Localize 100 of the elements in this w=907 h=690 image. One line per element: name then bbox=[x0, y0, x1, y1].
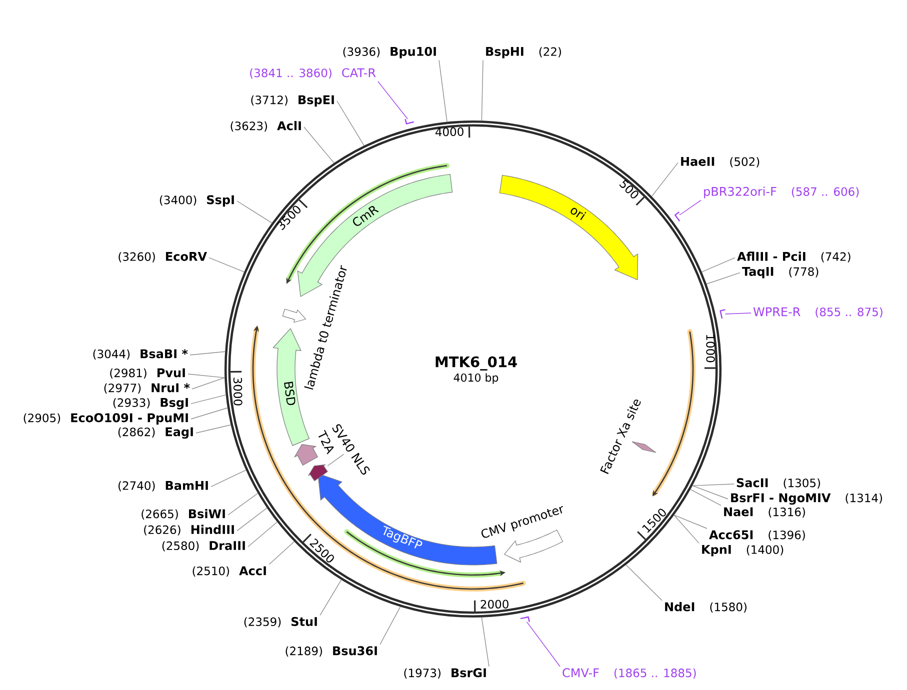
leader-line bbox=[674, 514, 708, 529]
site-position: (778) bbox=[789, 267, 818, 278]
enzyme-name: AflIII - PciI bbox=[737, 252, 806, 261]
enzyme-name: SacII bbox=[736, 478, 768, 488]
enzyme-name: BspHI bbox=[486, 47, 524, 58]
scale-number: 2000 bbox=[480, 600, 508, 609]
enzyme-name: DraIII bbox=[210, 541, 245, 550]
site-position: (2580) bbox=[162, 541, 199, 552]
enzyme-name: BsgI bbox=[160, 398, 188, 410]
enzyme-name: NdeI bbox=[665, 602, 694, 612]
enzyme-name: EcoO109I - PpuMI bbox=[71, 413, 188, 425]
leader-line bbox=[692, 485, 728, 500]
enzyme-name: BsaBI * bbox=[140, 349, 188, 358]
site-position: (2933) bbox=[113, 398, 150, 408]
site-position: (2862) bbox=[118, 427, 155, 438]
site-position: (3712) bbox=[251, 95, 288, 106]
leader-line bbox=[724, 312, 752, 314]
enzyme-name: AclI bbox=[277, 120, 301, 130]
enzyme-name: SspI bbox=[207, 195, 234, 207]
primer-mark bbox=[520, 616, 530, 622]
leader-line bbox=[196, 424, 232, 434]
leader-line bbox=[651, 162, 678, 197]
leader-line bbox=[690, 489, 722, 506]
position-range: (855 .. 875) bbox=[816, 307, 882, 318]
enzyme-name: NruI * bbox=[152, 383, 190, 392]
enzyme-name: BsrFI - NgoMIV bbox=[731, 493, 831, 505]
plasmid-name: MTK6_014 bbox=[436, 356, 517, 371]
leader-line bbox=[208, 257, 245, 272]
feature-label: T2A bbox=[318, 430, 334, 454]
site-position: (2665) bbox=[142, 509, 178, 520]
site-position: (502) bbox=[730, 157, 760, 168]
enzyme-name: PvuI bbox=[157, 368, 185, 378]
plasmid-size: 4010 bp bbox=[454, 373, 498, 384]
enzyme-name: EcoRV bbox=[166, 252, 207, 261]
leader-line bbox=[248, 522, 278, 548]
leader-line bbox=[236, 200, 272, 224]
site-position: (1314) bbox=[846, 493, 882, 504]
site-position: (1316) bbox=[768, 507, 805, 518]
leader-line bbox=[192, 377, 225, 390]
enzyme-name: BspEI bbox=[298, 95, 334, 107]
leader-line bbox=[210, 470, 246, 488]
site-position: (2981) bbox=[110, 368, 146, 379]
site-position: (2740) bbox=[118, 481, 155, 492]
site-position: (1580) bbox=[710, 602, 746, 613]
primer-name: WPRE-R bbox=[753, 307, 800, 316]
leader-line bbox=[327, 454, 344, 466]
site-position: (2905) bbox=[24, 413, 60, 424]
site-position: (742) bbox=[821, 252, 850, 262]
leader-line bbox=[692, 484, 734, 486]
primer-mark bbox=[674, 212, 680, 222]
leader-line bbox=[320, 579, 342, 616]
leader-line bbox=[228, 492, 258, 516]
primer-name: CAT-R bbox=[342, 68, 376, 78]
site-position: (2626) bbox=[144, 525, 180, 536]
leader-line bbox=[304, 126, 334, 164]
enzyme-name: KpnI bbox=[702, 545, 731, 556]
leader-line bbox=[190, 408, 228, 420]
position-range: (1865 .. 1885) bbox=[614, 668, 696, 679]
site-position: (22) bbox=[539, 47, 561, 58]
enzyme-name: BsrGI bbox=[452, 668, 486, 678]
leader-line bbox=[236, 508, 268, 532]
leader-line bbox=[190, 394, 226, 404]
position-range: (3841 .. 3860) bbox=[250, 68, 332, 79]
primer-name: CMV-F bbox=[562, 668, 599, 678]
enzyme-name: BsiWI bbox=[189, 508, 225, 518]
site-position: (3623) bbox=[230, 121, 268, 132]
enzyme-name: HindIII bbox=[191, 524, 234, 534]
enzyme-name: Bsu36I bbox=[333, 646, 377, 656]
position-range: (587 .. 606) bbox=[792, 187, 859, 198]
leader-line bbox=[188, 374, 225, 378]
scale-number: 1000 bbox=[706, 334, 715, 362]
site-position: (2189) bbox=[286, 646, 322, 657]
primer-name: pBR322ori-F bbox=[704, 186, 776, 198]
leader-line bbox=[679, 200, 702, 216]
site-position: (1305) bbox=[784, 478, 820, 489]
scale-number: 3000 bbox=[233, 378, 242, 406]
site-position: (3044) bbox=[93, 349, 130, 360]
scale-number: 500 bbox=[619, 180, 638, 198]
leader-line bbox=[380, 606, 401, 645]
enzyme-name: BamHI bbox=[166, 481, 208, 490]
leader-line bbox=[190, 351, 226, 356]
site-position: (1400) bbox=[746, 545, 784, 556]
enzyme-name: HaeII bbox=[681, 157, 714, 166]
enzyme-name: NaeI bbox=[724, 507, 753, 516]
leader-line bbox=[378, 81, 408, 120]
site-position: (3260) bbox=[118, 252, 155, 262]
site-position: (3400) bbox=[160, 195, 196, 206]
site-position: (1973) bbox=[404, 668, 440, 679]
enzyme-name: Acc65I bbox=[709, 530, 753, 540]
enzyme-name: AccI bbox=[239, 566, 266, 576]
leader-line bbox=[701, 257, 736, 272]
leader-line bbox=[268, 541, 295, 565]
enzyme-name: EagI bbox=[166, 427, 193, 439]
primer-mark bbox=[404, 118, 414, 124]
leader-line bbox=[336, 100, 364, 146]
enzyme-name: TaqII bbox=[742, 267, 774, 278]
site-position: (2977) bbox=[104, 383, 141, 394]
leader-line bbox=[481, 617, 490, 667]
leader-line bbox=[526, 621, 560, 667]
site-position: (1396) bbox=[768, 530, 805, 541]
